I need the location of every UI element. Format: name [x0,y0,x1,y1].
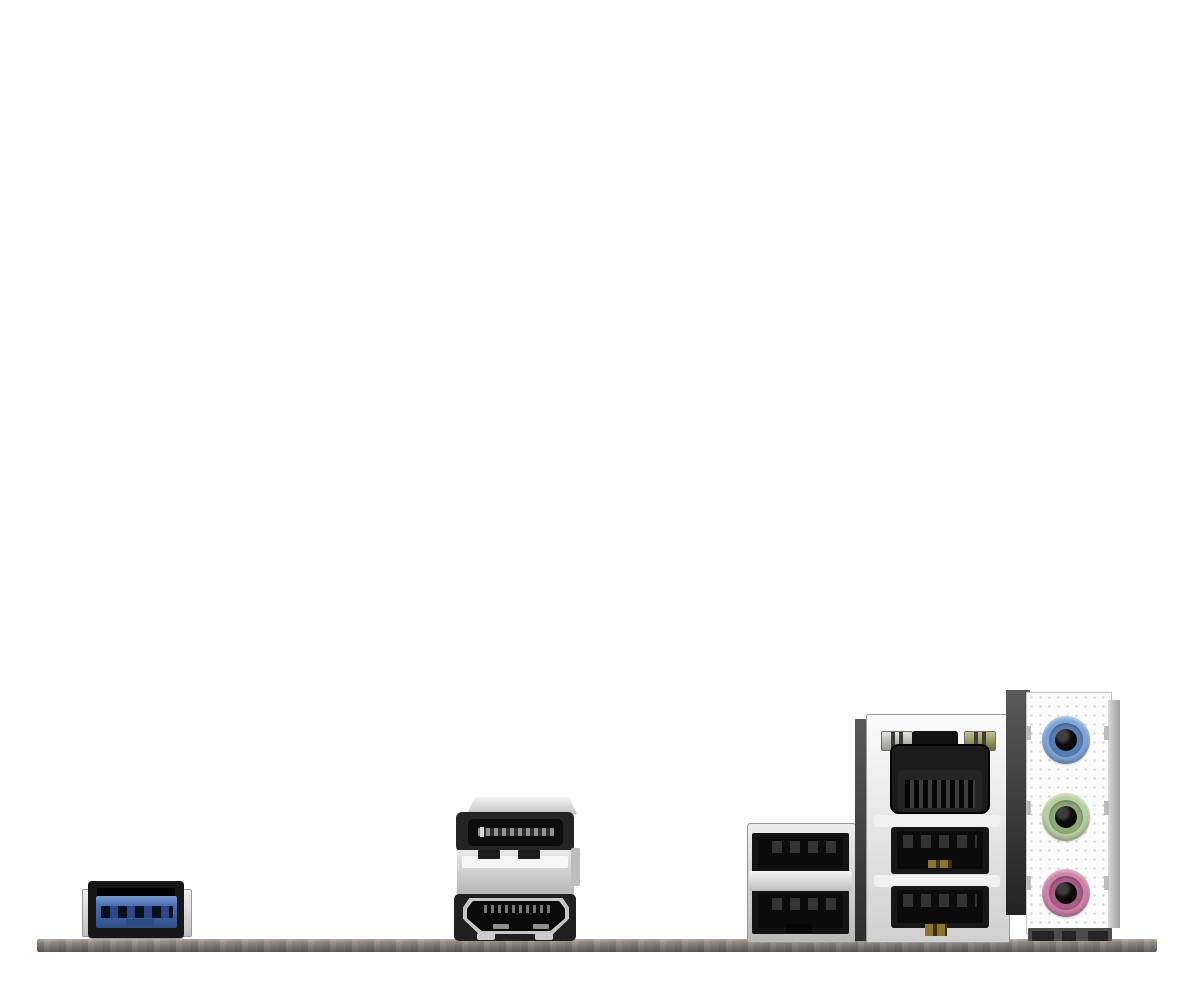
hdmi-foot [477,933,495,940]
hdmi-lower-contact [493,924,509,929]
line-in-jack-hole [1055,729,1077,751]
hdmi-pin-row [480,905,552,913]
usb3-top-slot [97,888,175,896]
lan-usb-middle-contacts [928,860,952,868]
lan-usb-divider [874,815,1000,827]
mid-housing-side-tab [571,848,580,886]
usb2-stack-divider [749,871,852,891]
displayport-pin-row [478,828,554,836]
audio-face-notch [1026,726,1031,740]
audio-face-notch [1026,801,1031,815]
audio-face-notch [1026,876,1031,890]
mid-housing-highlight [462,856,568,868]
audio-block-foot [1062,931,1076,941]
lan-usb-middle-tongue [903,835,977,848]
usb3-contact-row [101,906,173,918]
audio-block-foot [1088,931,1108,941]
usb2-bottom-tongue [764,898,837,910]
usb2-bottom-notch [786,924,812,933]
usb3-bottom-notch [126,919,154,926]
lan-usb-divider-2 [874,875,1000,887]
audio-face-notch [1104,801,1109,815]
audio-face-notch [1104,726,1109,740]
audio-block-right-plate [1108,700,1120,928]
lan-usb-bottom-tongue [903,894,977,907]
mid-housing-notch [478,850,500,859]
audio-face-notch [1104,876,1109,890]
hdmi-foot [535,933,553,940]
mid-housing-notch [518,850,540,859]
audio-block-foot [1032,931,1054,941]
rj45-pin-teeth [905,780,975,808]
displayport-key-notch [480,827,484,837]
mic-in-jack-hole [1055,882,1077,904]
line-out-jack-hole [1055,806,1077,828]
lan-usb-bottom-contacts [925,924,947,936]
hdmi-lower-contact [533,924,549,929]
dp-top-metal-tab [467,797,577,814]
usb2-top-tongue [764,841,837,853]
